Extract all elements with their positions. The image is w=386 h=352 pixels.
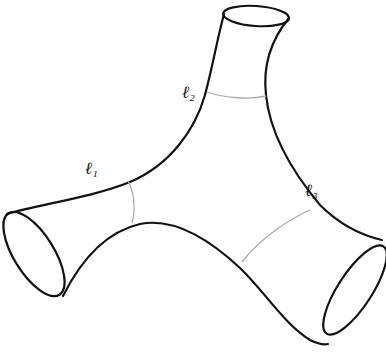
surface-outline	[265, 18, 382, 240]
surface-outline	[63, 223, 328, 345]
curve-length-label: ℓ₁	[85, 160, 98, 177]
seam-geodesic	[128, 181, 134, 223]
seam-geodesic	[207, 92, 266, 98]
curve-length-label: ℓ₂	[182, 84, 195, 101]
right-cuff	[312, 237, 386, 343]
surface-outline	[7, 14, 224, 214]
curve-length-label: ℓ₃	[305, 182, 318, 199]
top-cuff	[222, 4, 289, 29]
seam-geodesic	[242, 210, 310, 262]
